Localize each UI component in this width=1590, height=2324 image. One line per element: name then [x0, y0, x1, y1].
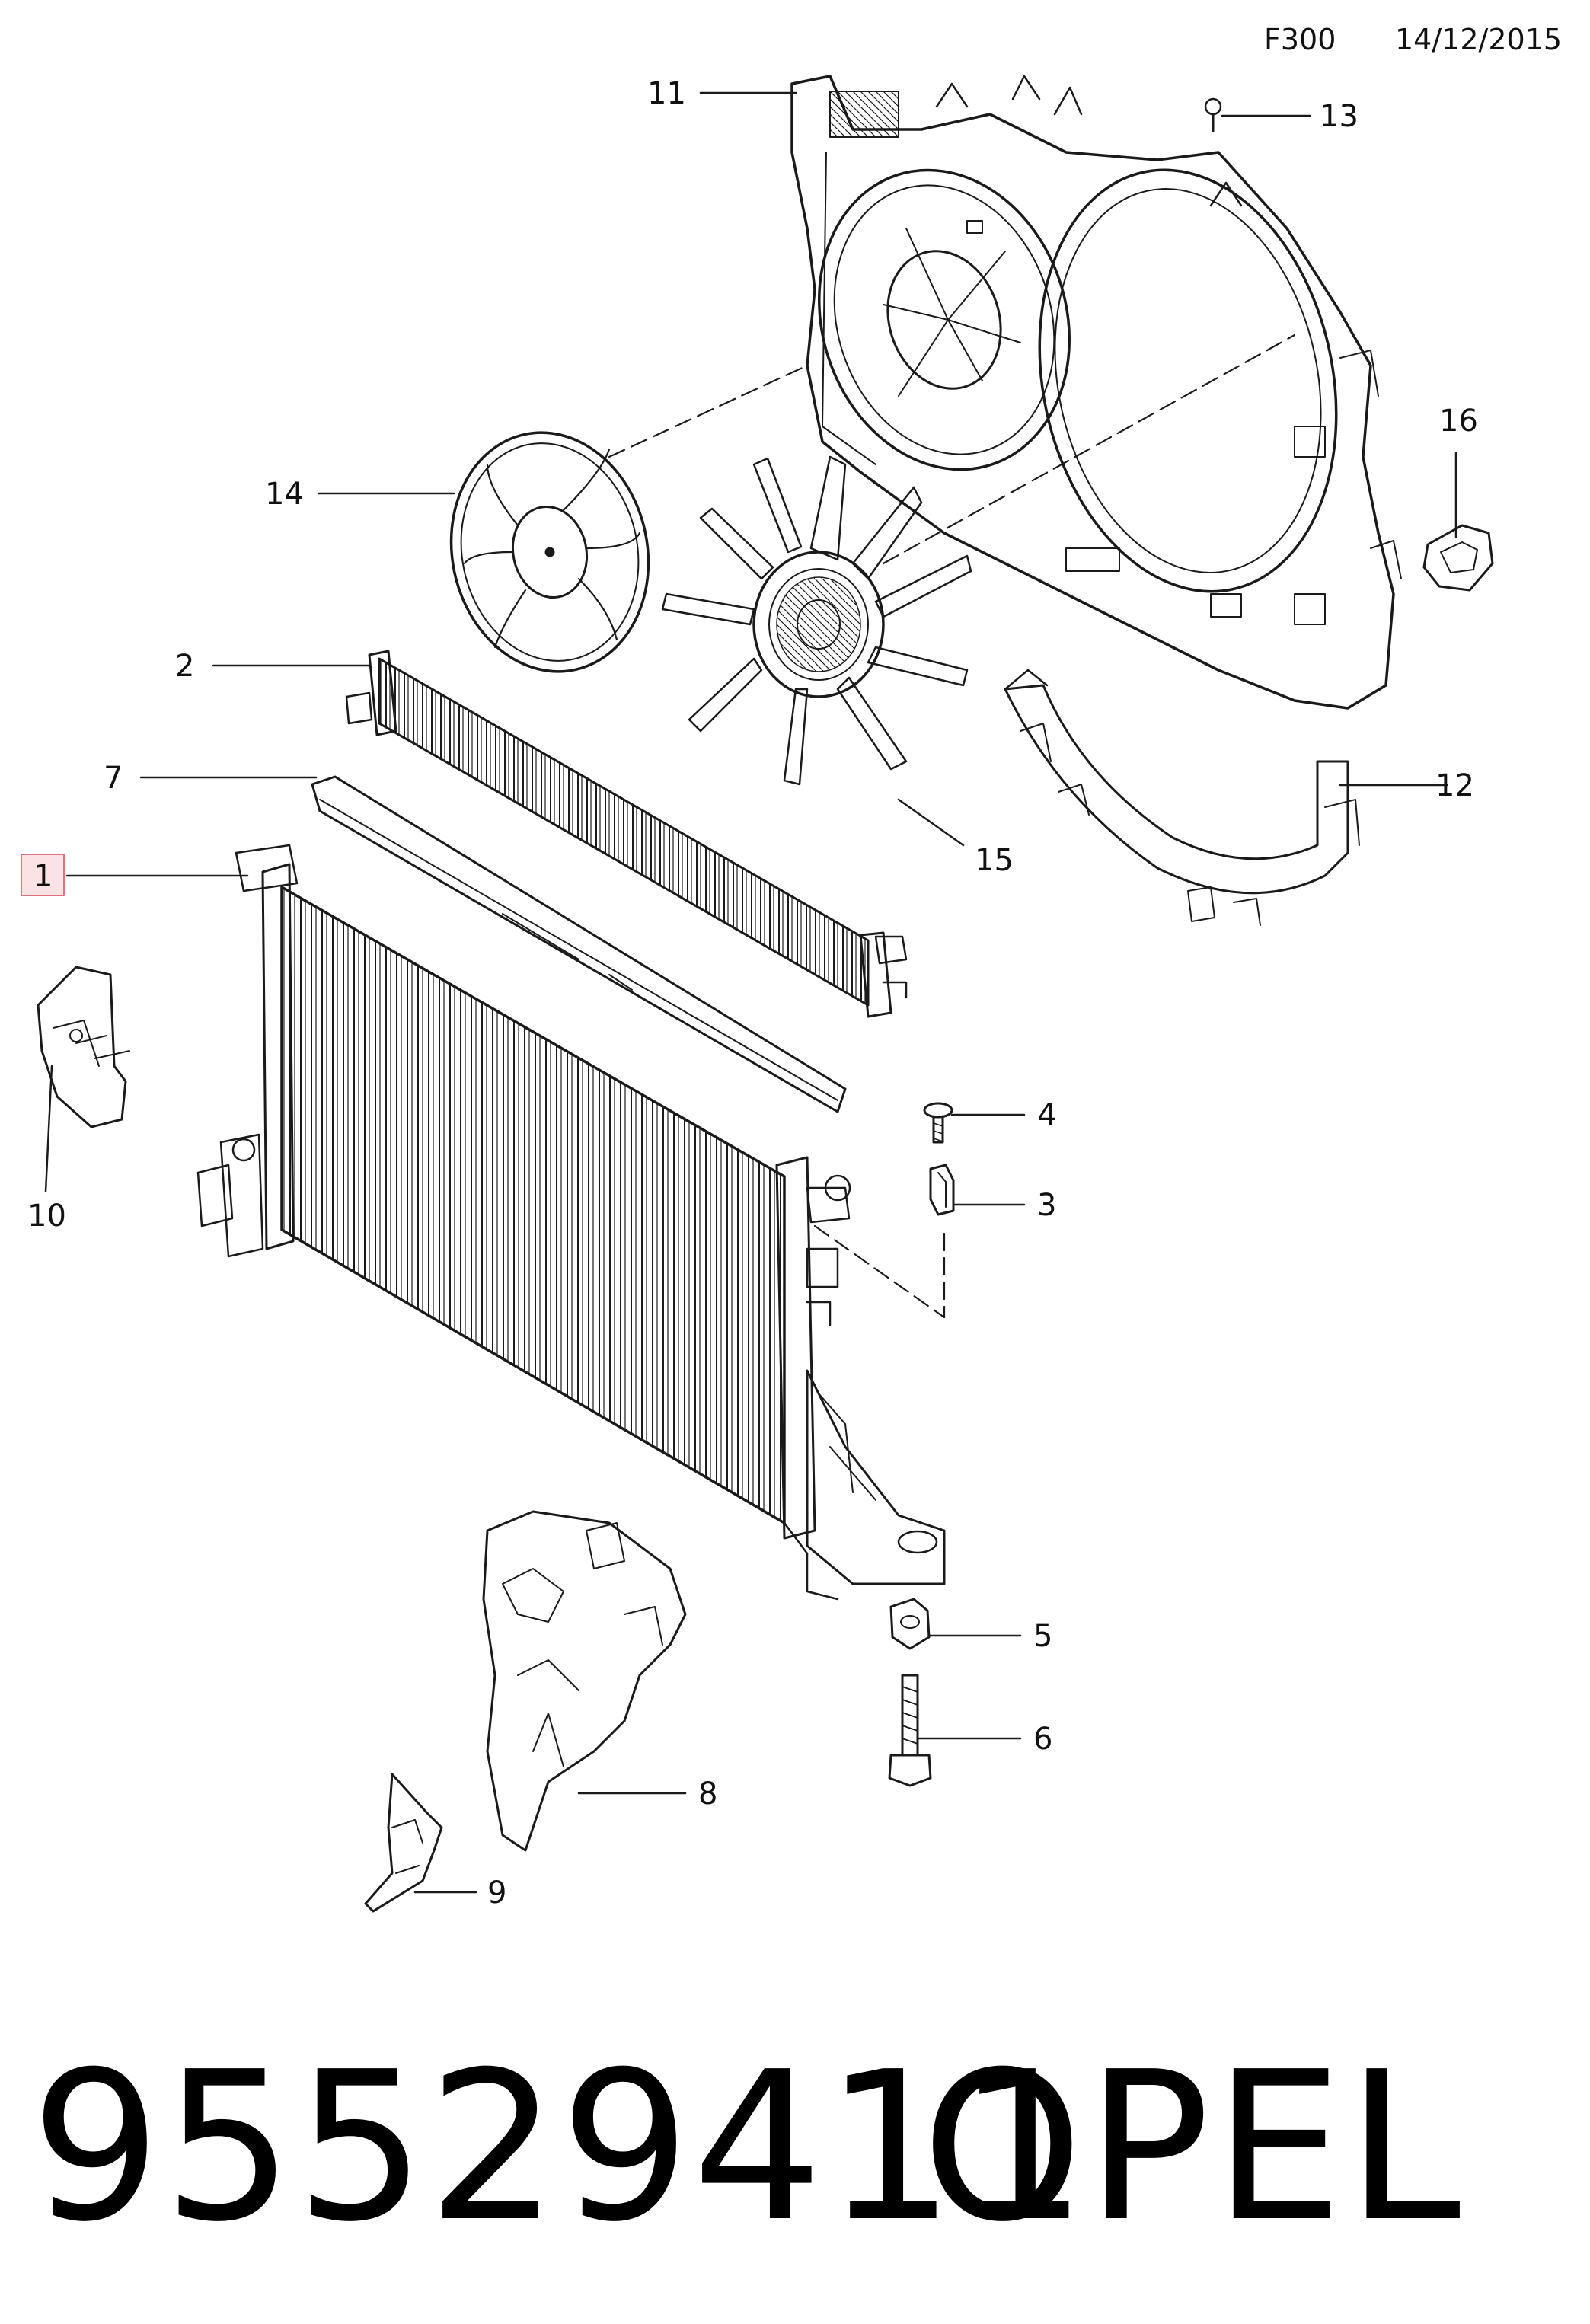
main-radiator-1 — [196, 844, 946, 1601]
screw-13 — [1204, 97, 1222, 132]
diagram-code: F300 — [1264, 23, 1336, 56]
callout-8: 8 — [698, 1777, 717, 1812]
callout-6: 6 — [1033, 1722, 1052, 1757]
callout-13: 13 — [1320, 99, 1359, 134]
callout-labels: 1 2 3 4 5 6 7 8 9 10 11 12 13 14 15 16 — [21, 76, 1478, 1911]
callout-14: 14 — [265, 477, 304, 512]
air-guide-8 — [482, 1510, 687, 1852]
callout-4: 4 — [1037, 1098, 1056, 1133]
bracket-10 — [37, 966, 130, 1128]
exploded-view-diagram: 1 2 3 4 5 6 7 8 9 10 11 12 13 14 15 16 — [21, 75, 1494, 1913]
electric-fan-14 — [449, 431, 650, 673]
aux-radiator-2 — [345, 650, 908, 1018]
callout-9: 9 — [487, 1875, 506, 1911]
deflector-9 — [364, 1773, 443, 1913]
callout-1-highlight — [21, 854, 65, 896]
callout-12: 12 — [1435, 768, 1474, 803]
callout-1: 1 — [34, 859, 53, 894]
fan-shroud — [790, 75, 1402, 710]
diagram-date: 14/12/2015 — [1395, 23, 1563, 56]
lower-shroud-12 — [1004, 669, 1360, 926]
brand-name: OPEL — [921, 2027, 1464, 2267]
callout-16: 16 — [1439, 404, 1478, 439]
bolt-6 — [888, 1674, 932, 1787]
callout-11: 11 — [647, 76, 686, 111]
clip-nut-3 — [929, 1164, 955, 1216]
nut-5 — [889, 1598, 931, 1650]
viscous-fan-15 — [661, 455, 972, 786]
screw-4 — [923, 1102, 953, 1144]
callout-10: 10 — [27, 1199, 66, 1234]
callout-3: 3 — [1037, 1188, 1056, 1223]
callout-5: 5 — [1033, 1619, 1052, 1654]
assembly-lines — [608, 334, 1296, 1319]
air-deflector-7 — [311, 775, 847, 1113]
leader-lines — [44, 91, 1458, 1894]
grommet-16 — [1422, 524, 1494, 592]
callout-2: 2 — [175, 649, 194, 684]
part-number: 95529411 — [30, 2027, 1090, 2267]
callout-7: 7 — [104, 761, 123, 796]
callout-15: 15 — [975, 843, 1014, 878]
